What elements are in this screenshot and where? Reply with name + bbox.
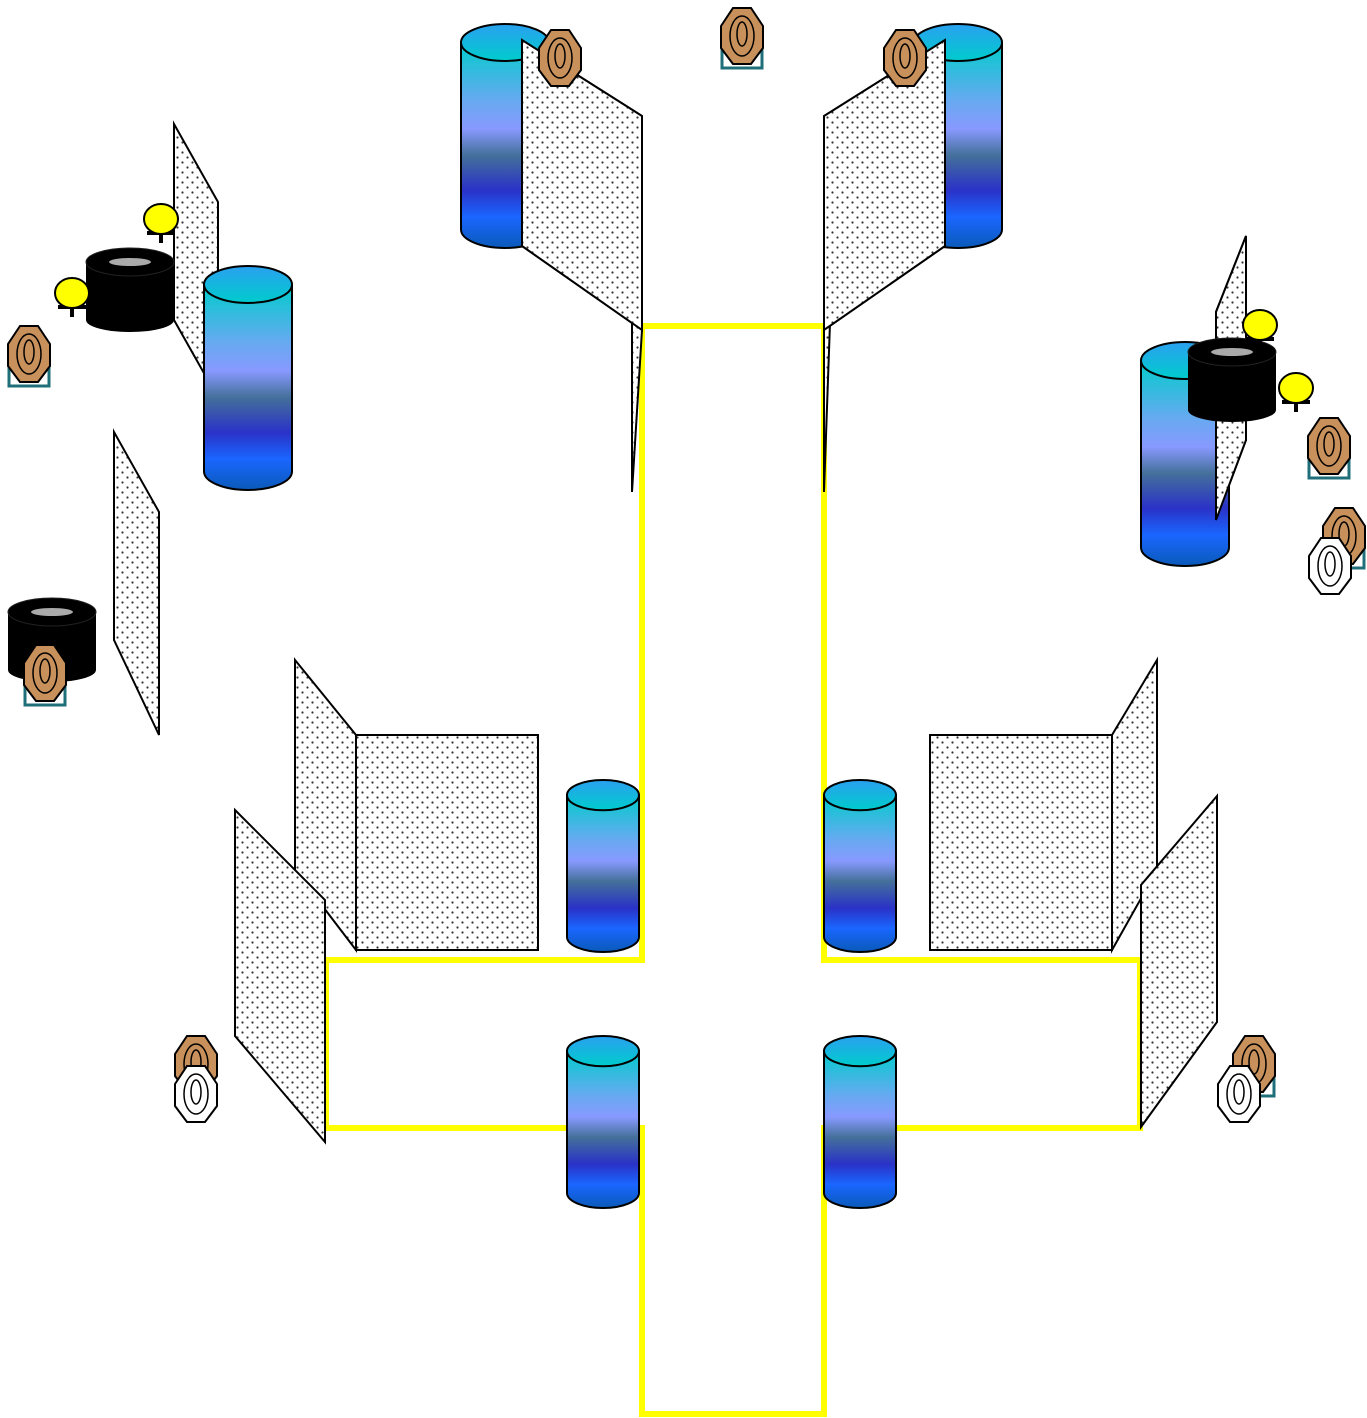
tire-stack-icon [85,247,175,332]
wall-panel [823,38,946,332]
paper-target-icon [23,644,67,707]
paper-target-icon [720,7,764,70]
barrel-icon [566,1035,640,1209]
paper-target-icon [883,29,927,87]
fault-line [639,323,827,492]
wall-panel [234,807,326,1145]
no-shoot-target-icon [1217,1065,1261,1123]
steel-plate-icon [54,277,90,317]
walls-front [521,38,1247,521]
wall-panel [929,734,1113,951]
barrels [203,23,1230,1209]
walls [113,38,1247,1145]
steel-plate-icon [1278,372,1314,412]
wall-panel [113,428,160,736]
barrel-icon [203,265,293,491]
barrel-icon [566,779,640,953]
props [7,7,1366,1123]
paper-target-icon [538,29,582,87]
tire-stack-icon [1187,337,1277,422]
no-shoot-target-icon [174,1065,218,1123]
paper-target-icon [7,325,51,388]
paper-target-icon [1307,417,1351,480]
no-shoot-target-icon [1308,537,1352,595]
wall-panel [355,734,539,951]
wall-panel [1140,793,1218,1131]
barrel-icon [823,1035,897,1209]
wall-panel [521,38,643,332]
fault-line [323,326,1143,1417]
barrel-icon [823,779,897,953]
steel-plate-icon [1242,309,1278,349]
steel-plate-icon [143,203,179,243]
